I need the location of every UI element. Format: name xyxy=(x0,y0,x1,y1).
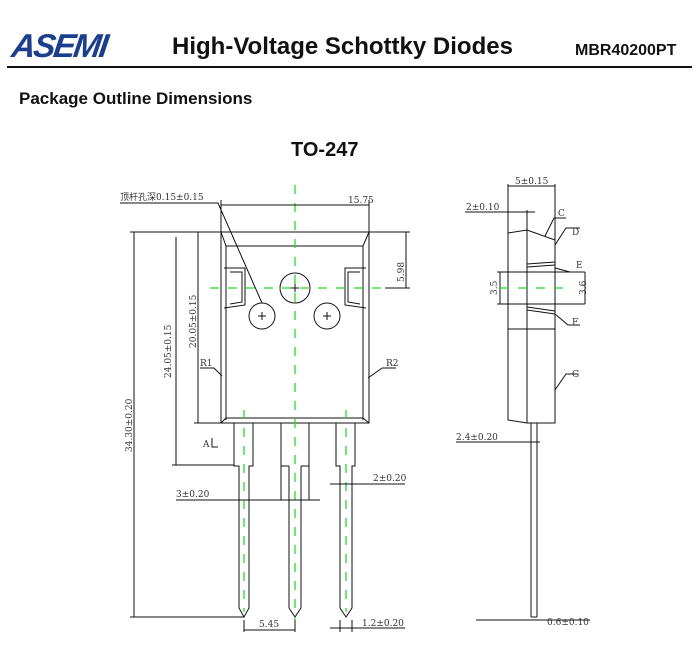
label-f: F xyxy=(572,318,578,328)
dim-lead-width: 1.2±0.20 xyxy=(362,619,404,629)
document-title: High-Voltage Schottky Diodes xyxy=(172,33,513,60)
dim-lead-offset: 2.4±0.20 xyxy=(456,433,498,443)
dim-shoulder-height: 24.05±0.15 xyxy=(164,324,174,378)
mounting-hole xyxy=(279,272,311,304)
label-r1: R1 xyxy=(200,359,213,369)
dim-hole-right: 3.6 xyxy=(579,280,589,295)
dim-total-height: 34.30±0.20 xyxy=(125,398,135,452)
package-name: TO-247 xyxy=(291,139,359,161)
front-view: 顶杆孔深0.15±0.15 15.75 5.98 20.05±0.15 24.0… xyxy=(120,185,410,632)
header-divider xyxy=(7,66,692,68)
side-view: 5±0.15 2±0.10 3.5 3.6 2.4±0.20 0.6±0.10 … xyxy=(456,177,590,628)
label-e: E xyxy=(576,261,583,271)
label-a: A xyxy=(202,440,210,450)
dim-lead-shoulder: 3±0.20 xyxy=(176,490,210,500)
label-g: G xyxy=(572,370,579,380)
dim-width: 15.75 xyxy=(348,196,374,206)
dim-pitch: 5.45 xyxy=(259,620,279,630)
ejector-pin-mark xyxy=(313,302,341,330)
hole-note: 顶杆孔深0.15±0.15 xyxy=(120,191,204,203)
label-c: C xyxy=(558,209,565,219)
dim-tab-thickness: 2±0.10 xyxy=(466,203,500,213)
dim-hole-offset: 5.98 xyxy=(397,262,407,282)
dim-hole-left: 3.5 xyxy=(490,280,500,295)
dim-lead-width-right: 2±0.20 xyxy=(373,474,407,484)
section-title: Package Outline Dimensions xyxy=(19,89,253,108)
dim-lead-thickness: 0.6±0.10 xyxy=(547,618,589,628)
dim-thickness: 5±0.15 xyxy=(515,177,549,187)
label-d: D xyxy=(572,228,579,238)
part-number: MBR40200PT xyxy=(575,42,677,59)
label-r2: R2 xyxy=(386,359,399,369)
dim-body-height: 20.05±0.15 xyxy=(189,294,199,348)
